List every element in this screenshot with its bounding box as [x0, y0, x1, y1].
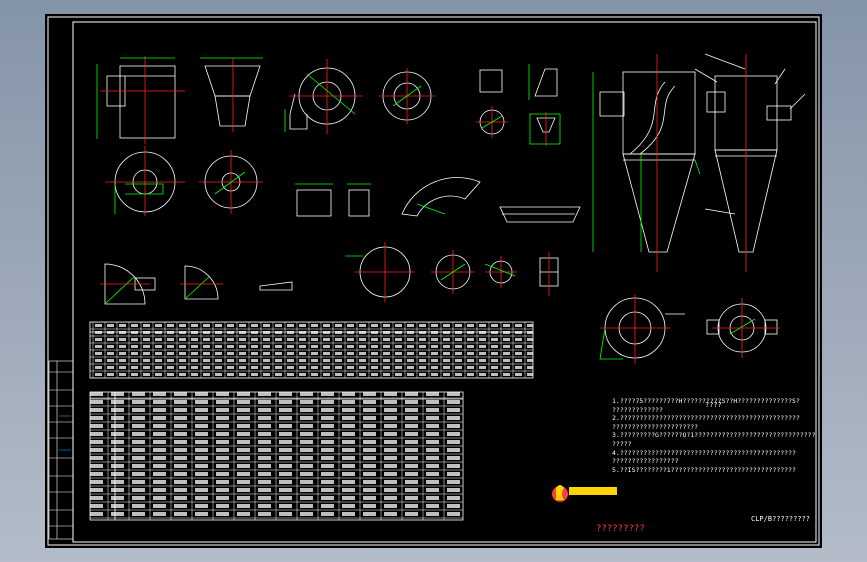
- cyclone-front-view: [592, 54, 701, 272]
- note-line: ?????: [612, 439, 632, 448]
- note-line: 2.??????????????????????????????????????…: [612, 414, 800, 423]
- part-tube-section: [539, 252, 559, 296]
- part-volute-view: [284, 59, 363, 134]
- cyclone-section-top-1: [599, 294, 685, 364]
- drawing-canvas: [47, 16, 820, 546]
- company-logo: [552, 485, 617, 502]
- note-line: ??????????????????????: [612, 422, 699, 431]
- company-name: ?????????: [596, 524, 645, 534]
- cyclone-side-view: [694, 53, 806, 272]
- cyclone-section-top-2: [706, 298, 780, 358]
- note-line: ?????????????: [612, 405, 663, 414]
- part-wedge: [528, 64, 561, 146]
- note-line: 5.??IS????????1?????????????????????????…: [612, 465, 796, 474]
- left-title-strip: [48, 360, 74, 540]
- part-flat-bar: [499, 206, 581, 223]
- part-flange-large: [345, 242, 415, 302]
- inner-border: [72, 21, 817, 543]
- part-small-plate: [476, 69, 508, 138]
- part-flange-ring-2: [199, 150, 263, 214]
- part-rect-plates: [295, 183, 371, 217]
- technical-notes: 1.????75??????7??H??????????S??H????????…: [612, 397, 827, 474]
- note-line: ?????????????????: [612, 457, 679, 466]
- note-line: 3.?????????G??????O?1???????????????????…: [612, 431, 816, 440]
- note-line: 1.????75??????7??H??????????S??H????????…: [612, 397, 800, 405]
- part-flange-small: [484, 256, 517, 288]
- drawing-sheet[interactable]: ???? 1.????75??????7??H??????????S??H???…: [45, 14, 822, 548]
- part-quarter-ring-2: [180, 265, 223, 300]
- part-small-bar: [259, 281, 293, 291]
- part-quarter-ring-1: [100, 263, 156, 305]
- part-arc-segment: [401, 177, 481, 217]
- part-flange-ring-1: [379, 68, 435, 124]
- drawing-title: CLP/B?????????: [751, 515, 811, 523]
- part-cone-top: [200, 57, 263, 132]
- part-flange-medium: [431, 250, 475, 294]
- parts-table-top: [89, 321, 534, 379]
- outer-border: [47, 16, 820, 546]
- technical-notes-title: ????: [705, 401, 722, 409]
- part-section-b-b: [105, 146, 185, 216]
- parts-table-bottom: [89, 391, 464, 521]
- note-line: 4.??????????????????????????????????????…: [612, 448, 796, 457]
- part-inlet-side-view: [96, 56, 185, 144]
